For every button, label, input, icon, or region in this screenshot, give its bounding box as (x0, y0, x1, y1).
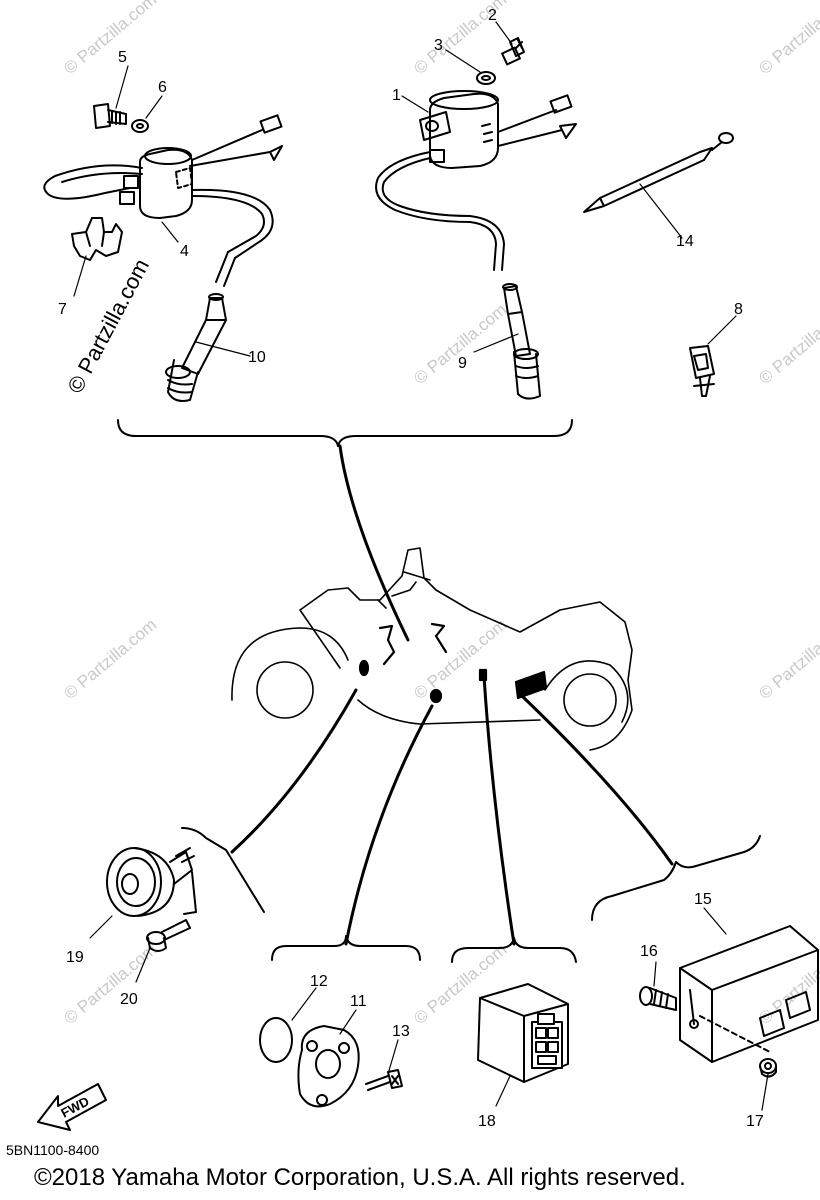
diagram-code: 5BN1100-8400 (6, 1142, 100, 1158)
callout-2: 2 (488, 7, 497, 24)
bolt-5 (93, 103, 127, 129)
screw-2 (501, 37, 525, 66)
callout-16: 16 (640, 943, 658, 960)
watermark: © Partzilla.com (755, 615, 820, 703)
callout-14: 14 (676, 233, 694, 250)
bolt-20 (146, 919, 191, 952)
callout-11: 11 (350, 993, 367, 1010)
callout-19: 19 (66, 949, 84, 966)
watermark: © Partzilla.com (755, 300, 820, 388)
watermark-layer: © Partzilla.com © Partzilla.com © Partzi… (60, 0, 820, 1028)
clip-8 (689, 345, 715, 397)
callout-17: 17 (746, 1113, 764, 1130)
watermark: © Partzilla.com (755, 0, 820, 78)
callout-10: 10 (248, 349, 266, 366)
copyright-notice: ©2018 Yamaha Motor Corporation, U.S.A. A… (34, 1164, 686, 1191)
callout-7: 7 (58, 301, 67, 318)
lead-wire-14 (583, 132, 734, 213)
washer-6 (131, 119, 149, 133)
horn-19 (106, 847, 197, 917)
watermark-large: © Partzilla.com (62, 255, 154, 398)
group-bracket-sensor (271, 935, 421, 961)
relay-18 (477, 983, 569, 1083)
ignition-coil-4 (43, 114, 283, 287)
callout-9: 9 (458, 355, 467, 372)
group-bracket-relay (451, 937, 577, 963)
callout-13: 13 (392, 1023, 410, 1040)
sensor-11 (297, 1025, 360, 1108)
o-ring-12 (259, 1017, 293, 1063)
callout-6: 6 (158, 79, 167, 96)
callout-3: 3 (434, 37, 443, 54)
group-bracket-cdi (591, 835, 761, 921)
callout-15: 15 (694, 891, 712, 908)
group-bracket-horn (181, 827, 265, 913)
watermark: © Partzilla.com (60, 615, 160, 703)
plug-cap-9 (502, 283, 541, 400)
clamp-7 (71, 217, 123, 261)
callout-12: 12 (310, 973, 328, 990)
motorcycle-silhouette (231, 547, 633, 751)
callout-labels: 1 2 3 4 5 6 7 8 9 10 11 12 13 14 15 16 1… (58, 7, 764, 1130)
fwd-arrow-icon (37, 1083, 107, 1131)
ignition-coil-1 (375, 90, 577, 271)
leader-lines (230, 444, 674, 946)
callout-leaders (73, 21, 769, 1111)
watermark: © Partzilla.com (410, 940, 510, 1028)
callout-5: 5 (118, 49, 127, 66)
group-bracket-top (117, 419, 573, 447)
watermark: © Partzilla.com (410, 615, 510, 703)
watermark: © Partzilla.com (410, 300, 510, 388)
location-markers (358, 622, 548, 704)
bolt-16 (639, 986, 677, 1011)
callout-4: 4 (180, 243, 189, 260)
collar-17 (759, 1058, 777, 1078)
plug-cap-10 (165, 293, 227, 402)
callout-8: 8 (734, 301, 743, 318)
callout-18: 18 (478, 1113, 496, 1130)
watermark: © Partzilla.com (60, 0, 160, 78)
washer-3 (476, 71, 496, 85)
callout-20: 20 (120, 991, 138, 1008)
screw-13 (365, 1069, 403, 1091)
cdi-unit-15 (679, 925, 819, 1063)
callout-1: 1 (392, 87, 401, 104)
